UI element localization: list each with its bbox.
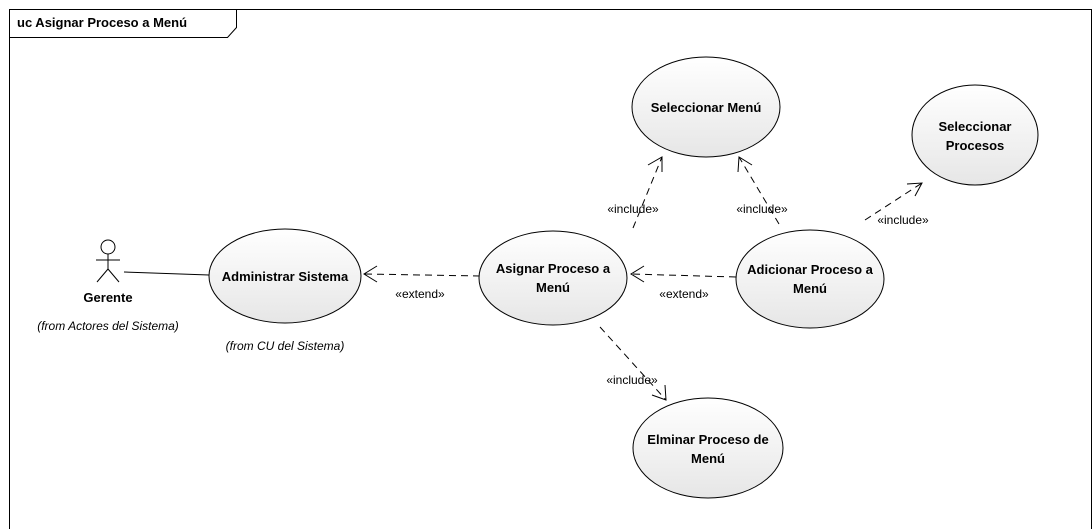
frame-title: uc Asignar Proceso a Menú	[17, 15, 187, 30]
use-case-origin-note: (from CU del Sistema)	[226, 339, 345, 353]
use-case-seleccionar-menu[interactable]: Seleccionar Menú	[631, 56, 781, 158]
use-case-label-line1: Adicionar Proceso a	[747, 262, 873, 277]
include-label-2: «include»	[736, 202, 788, 216]
include-asignar-eliminar	[599, 326, 667, 401]
include-arrowhead-4	[651, 384, 667, 401]
include-label-4: «include»	[606, 373, 658, 387]
include-label-1: «include»	[607, 202, 659, 216]
include-arrowhead-2	[737, 156, 753, 173]
use-case-label-line1: Seleccionar	[939, 119, 1012, 134]
use-case-label-line1: Asignar Proceso a	[496, 261, 611, 276]
relationships	[363, 156, 923, 401]
extend-asignar-administrar	[363, 273, 481, 277]
use-case-label-line2: Menú	[691, 451, 725, 466]
actor-origin-note: (from Actores del Sistema)	[37, 319, 179, 333]
include-arrowhead-1	[647, 156, 663, 172]
association-line	[123, 271, 210, 276]
use-case-label-line2: Menú	[536, 280, 570, 295]
actor-name: Gerente	[83, 290, 132, 305]
use-case-label: Administrar Sistema	[222, 269, 349, 284]
extend-arrowhead-2	[630, 265, 645, 283]
use-case-adicionar-proceso[interactable]: Adicionar Proceso a Menú	[735, 229, 885, 329]
use-case-asignar-proceso[interactable]: Asignar Proceso a Menú	[478, 230, 628, 326]
include-asignar-selmenu	[632, 156, 663, 229]
extend-label-2: «extend»	[659, 287, 709, 301]
extend-adicionar-asignar	[630, 273, 737, 278]
include-adicionar-selmenu	[738, 156, 780, 225]
use-case-seleccionar-procesos[interactable]: Seleccionar Procesos	[911, 84, 1039, 186]
extend-label-1: «extend»	[395, 287, 445, 301]
use-case-label: Seleccionar Menú	[651, 100, 762, 115]
use-case-label-line1: Elminar Proceso de	[647, 432, 768, 447]
extend-arrowhead-1	[363, 265, 378, 283]
use-case-label-line2: Menú	[793, 281, 827, 296]
include-arrowhead-3	[906, 182, 923, 197]
use-case-eliminar-proceso[interactable]: Elminar Proceso de Menú	[632, 397, 784, 499]
use-case-label-line2: Procesos	[946, 138, 1005, 153]
use-case-administrar-sistema[interactable]: Administrar Sistema (from CU del Sistema…	[208, 228, 362, 353]
actor-gerente[interactable]: Gerente (from Actores del Sistema)	[37, 239, 179, 333]
include-label-3: «include»	[877, 213, 929, 227]
